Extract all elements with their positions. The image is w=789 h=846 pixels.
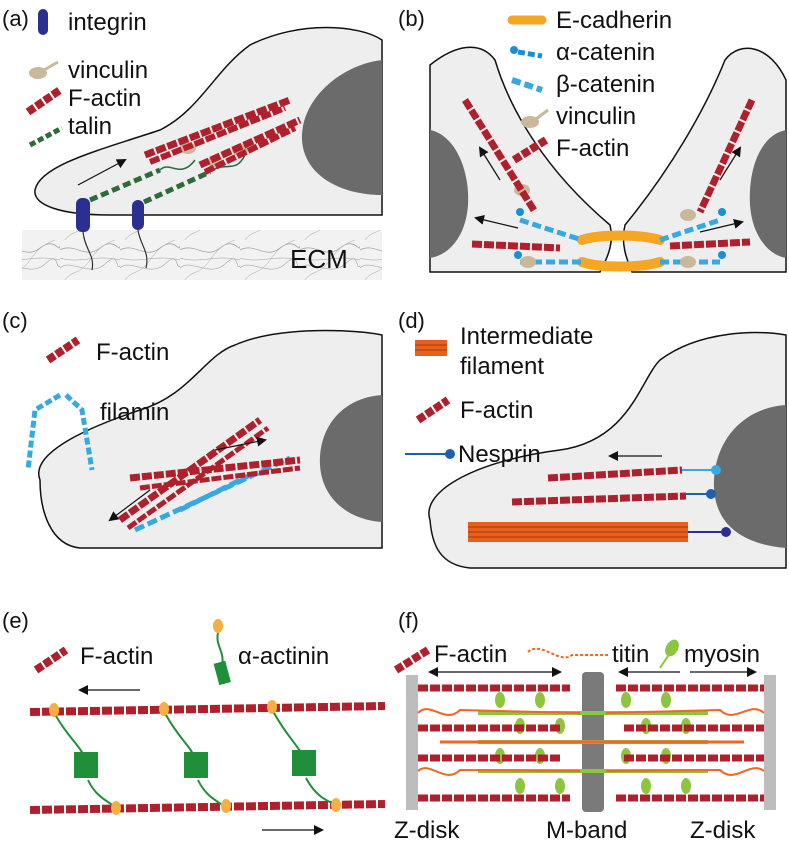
- panel-a-label: (a): [2, 6, 29, 31]
- integrin-2: [132, 200, 144, 230]
- intermediate-filament-d: [468, 522, 688, 542]
- panel-e: (e) F-actin α-actinin: [2, 608, 386, 835]
- beta-catenin-r1: [659, 217, 721, 243]
- actin-d2: [511, 492, 687, 506]
- actin-d1: [547, 466, 683, 482]
- legend-intermediate-icon: [415, 340, 447, 356]
- legend-titin: titin: [612, 641, 649, 668]
- panel-b: (b) E-cadherin α-catenin: [398, 6, 787, 273]
- legend-factin-c: F-actin: [96, 339, 169, 366]
- left-nucleus: [430, 130, 469, 258]
- ecadherin-1: [577, 230, 665, 245]
- beta-catenin-l1: [519, 217, 583, 243]
- ecm-label: ECM: [290, 244, 348, 274]
- panel-c: (c) F-actin filamin: [2, 308, 383, 549]
- legend-titin-icon: [527, 647, 608, 659]
- legend-factin-e: F-actin: [80, 643, 153, 670]
- panel-c-label: (c): [2, 308, 28, 333]
- actin-b1: [462, 98, 538, 214]
- legend-intermediate-1: Intermediate: [460, 323, 593, 350]
- legend-vinculin-icon: [29, 67, 47, 79]
- legend-nesprin: Nesprin: [458, 441, 541, 468]
- legend-vinculin-b-icon: [521, 116, 539, 128]
- legend-factin-b-icon: [511, 136, 549, 164]
- legend-myosin-icon: [659, 639, 679, 669]
- nucleus-c: [319, 395, 382, 522]
- legend-integrin: integrin: [68, 9, 147, 36]
- right-cell: [622, 47, 787, 273]
- legend-factin-b: F-actin: [556, 135, 629, 162]
- actin-e-bottom: [29, 800, 386, 814]
- integrin-1: [76, 198, 90, 232]
- actin-b4: [669, 238, 751, 250]
- nucleus-d: [713, 405, 786, 548]
- panel-a: (a) ECM integrin vinculin: [2, 6, 383, 280]
- panel-f-label: (f): [398, 608, 419, 633]
- actin-c2: [129, 456, 301, 482]
- legend-integrin-icon: [38, 9, 48, 35]
- label-z-disk-left: Z-disk: [394, 817, 460, 844]
- legend-factin-e-icon: [33, 646, 69, 674]
- legend-alpha-catenin-icon: [517, 49, 543, 59]
- legend-factin-f: F-actin: [434, 641, 507, 668]
- talin-2: [142, 169, 212, 205]
- force-arrow-a: [77, 159, 127, 186]
- legend-filamin: filamin: [100, 399, 169, 426]
- actin-a2: [198, 116, 302, 169]
- actin-thin-filaments: [418, 684, 764, 802]
- legend-ecadherin: E-cadherin: [556, 7, 672, 34]
- actin-e-top: [29, 702, 386, 716]
- legend-vinculin-b: vinculin: [556, 103, 636, 130]
- legend-factin: F-actin: [68, 85, 141, 112]
- talin-1: [89, 167, 161, 203]
- panel-d: (d) Intermediate filament F-actin: [398, 308, 787, 569]
- z-disk-left: [406, 675, 418, 810]
- legend-talin-icon: [28, 125, 64, 148]
- legend-actinin: α-actinin: [238, 643, 329, 670]
- actinin-crosslinks: [49, 700, 341, 815]
- label-z-disk-right: Z-disk: [690, 817, 756, 844]
- legend-beta-catenin-icon: [511, 77, 543, 93]
- actin-a1: [143, 96, 292, 159]
- actin-b2: [471, 240, 561, 252]
- right-nucleus: [749, 130, 786, 258]
- legend-factin-icon: [25, 86, 63, 116]
- titin-filaments: [417, 708, 765, 776]
- legend-factin-d-icon: [415, 396, 451, 424]
- panel-b-label: (b): [398, 6, 425, 31]
- panel-d-label: (d): [398, 308, 425, 333]
- actin-b3: [696, 98, 756, 214]
- legend-actinin-icon: [213, 619, 231, 686]
- legend-alpha-catenin: α-catenin: [556, 39, 655, 66]
- ecm-region: [22, 230, 382, 280]
- ecadherin-2: [577, 257, 665, 272]
- legend-myosin: myosin: [684, 641, 760, 668]
- legend-vinculin: vinculin: [68, 57, 148, 84]
- z-disk-right: [764, 675, 776, 810]
- legend-factin-c-icon: [45, 336, 81, 364]
- legend-intermediate-2: filament: [460, 353, 544, 380]
- nucleus: [301, 60, 382, 195]
- legend-filamin-icon: [25, 392, 95, 471]
- legend-factin-f-icon: [393, 646, 431, 674]
- label-m-band: M-band: [546, 817, 627, 844]
- legend-factin-d: F-actin: [460, 397, 533, 424]
- panel-e-label: (e): [2, 608, 29, 633]
- legend-talin: talin: [68, 113, 112, 140]
- panel-f: (f) F-actin titin myosin: [393, 608, 776, 844]
- cell-outline-d: [428, 331, 787, 569]
- legend-beta-catenin: β-catenin: [556, 71, 655, 98]
